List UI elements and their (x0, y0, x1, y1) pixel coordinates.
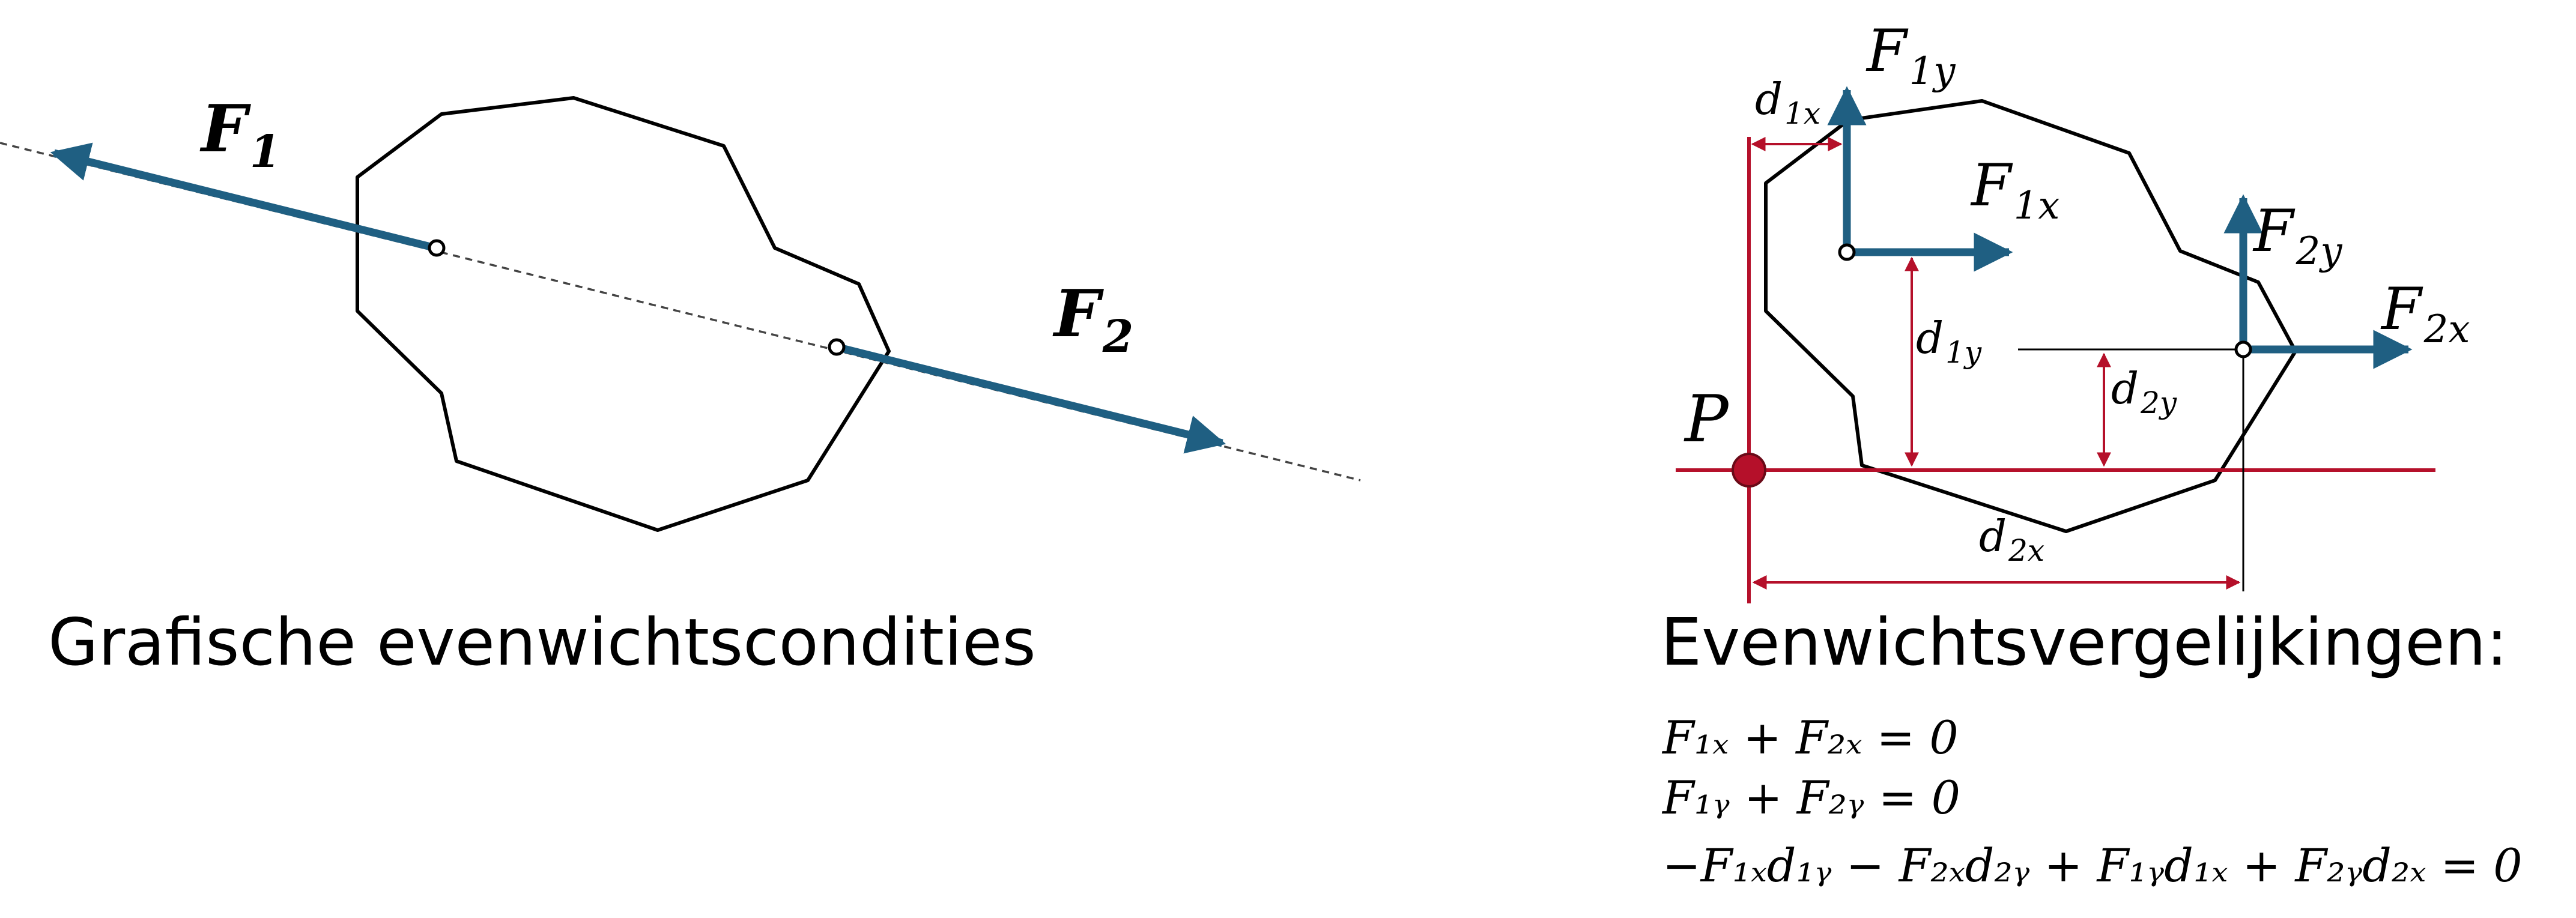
label-f2x: F2x (2380, 276, 2470, 352)
equation-1: F₁ₓ + F₂ₓ = 0 (1661, 711, 1959, 764)
application-point-f2 (828, 338, 846, 356)
label-f2: F2 (1052, 276, 1133, 363)
label-p: P (1683, 382, 1730, 457)
application-point-f2-right (2234, 340, 2252, 358)
label-d1x: d1x (1755, 74, 1820, 131)
force-f1-arrow (50, 142, 437, 252)
label-f1x: F1x (1970, 152, 2059, 228)
equation-3: −F₁ₓd₁ᵧ − F₂ₓd₂ᵧ + F₁ᵧd₁ₓ + F₂ᵧd₂ₓ = 0 (1662, 839, 2523, 892)
caption-right: Evenwichtsvergelijkingen: (1661, 605, 2508, 680)
label-d2x: d2x (1979, 511, 2044, 568)
right-diagram: P F1y F1x F2y F2x d1x d1y d2y d2x Evenwi… (1661, 17, 2523, 892)
label-d1y: d1y (1916, 313, 1982, 370)
caption-left: Grafische evenwichtscondities (48, 605, 1036, 680)
body-outline-right (1764, 99, 2297, 533)
label-f1y: F1y (1865, 17, 1956, 94)
application-point-f1-right (1838, 243, 1856, 261)
left-diagram: F1 F2 Grafische evenwichtscondities (0, 91, 1361, 680)
reference-point-p (1732, 453, 1766, 488)
force-f2-arrow (835, 343, 1226, 454)
body-outline-left (356, 96, 891, 532)
label-d2y: d2y (2111, 363, 2177, 420)
label-f1: F1 (199, 91, 280, 178)
label-f2y: F2y (2252, 198, 2342, 274)
application-point-f1 (428, 239, 446, 257)
equation-2: F₁ᵧ + F₂ᵧ = 0 (1661, 771, 1960, 824)
